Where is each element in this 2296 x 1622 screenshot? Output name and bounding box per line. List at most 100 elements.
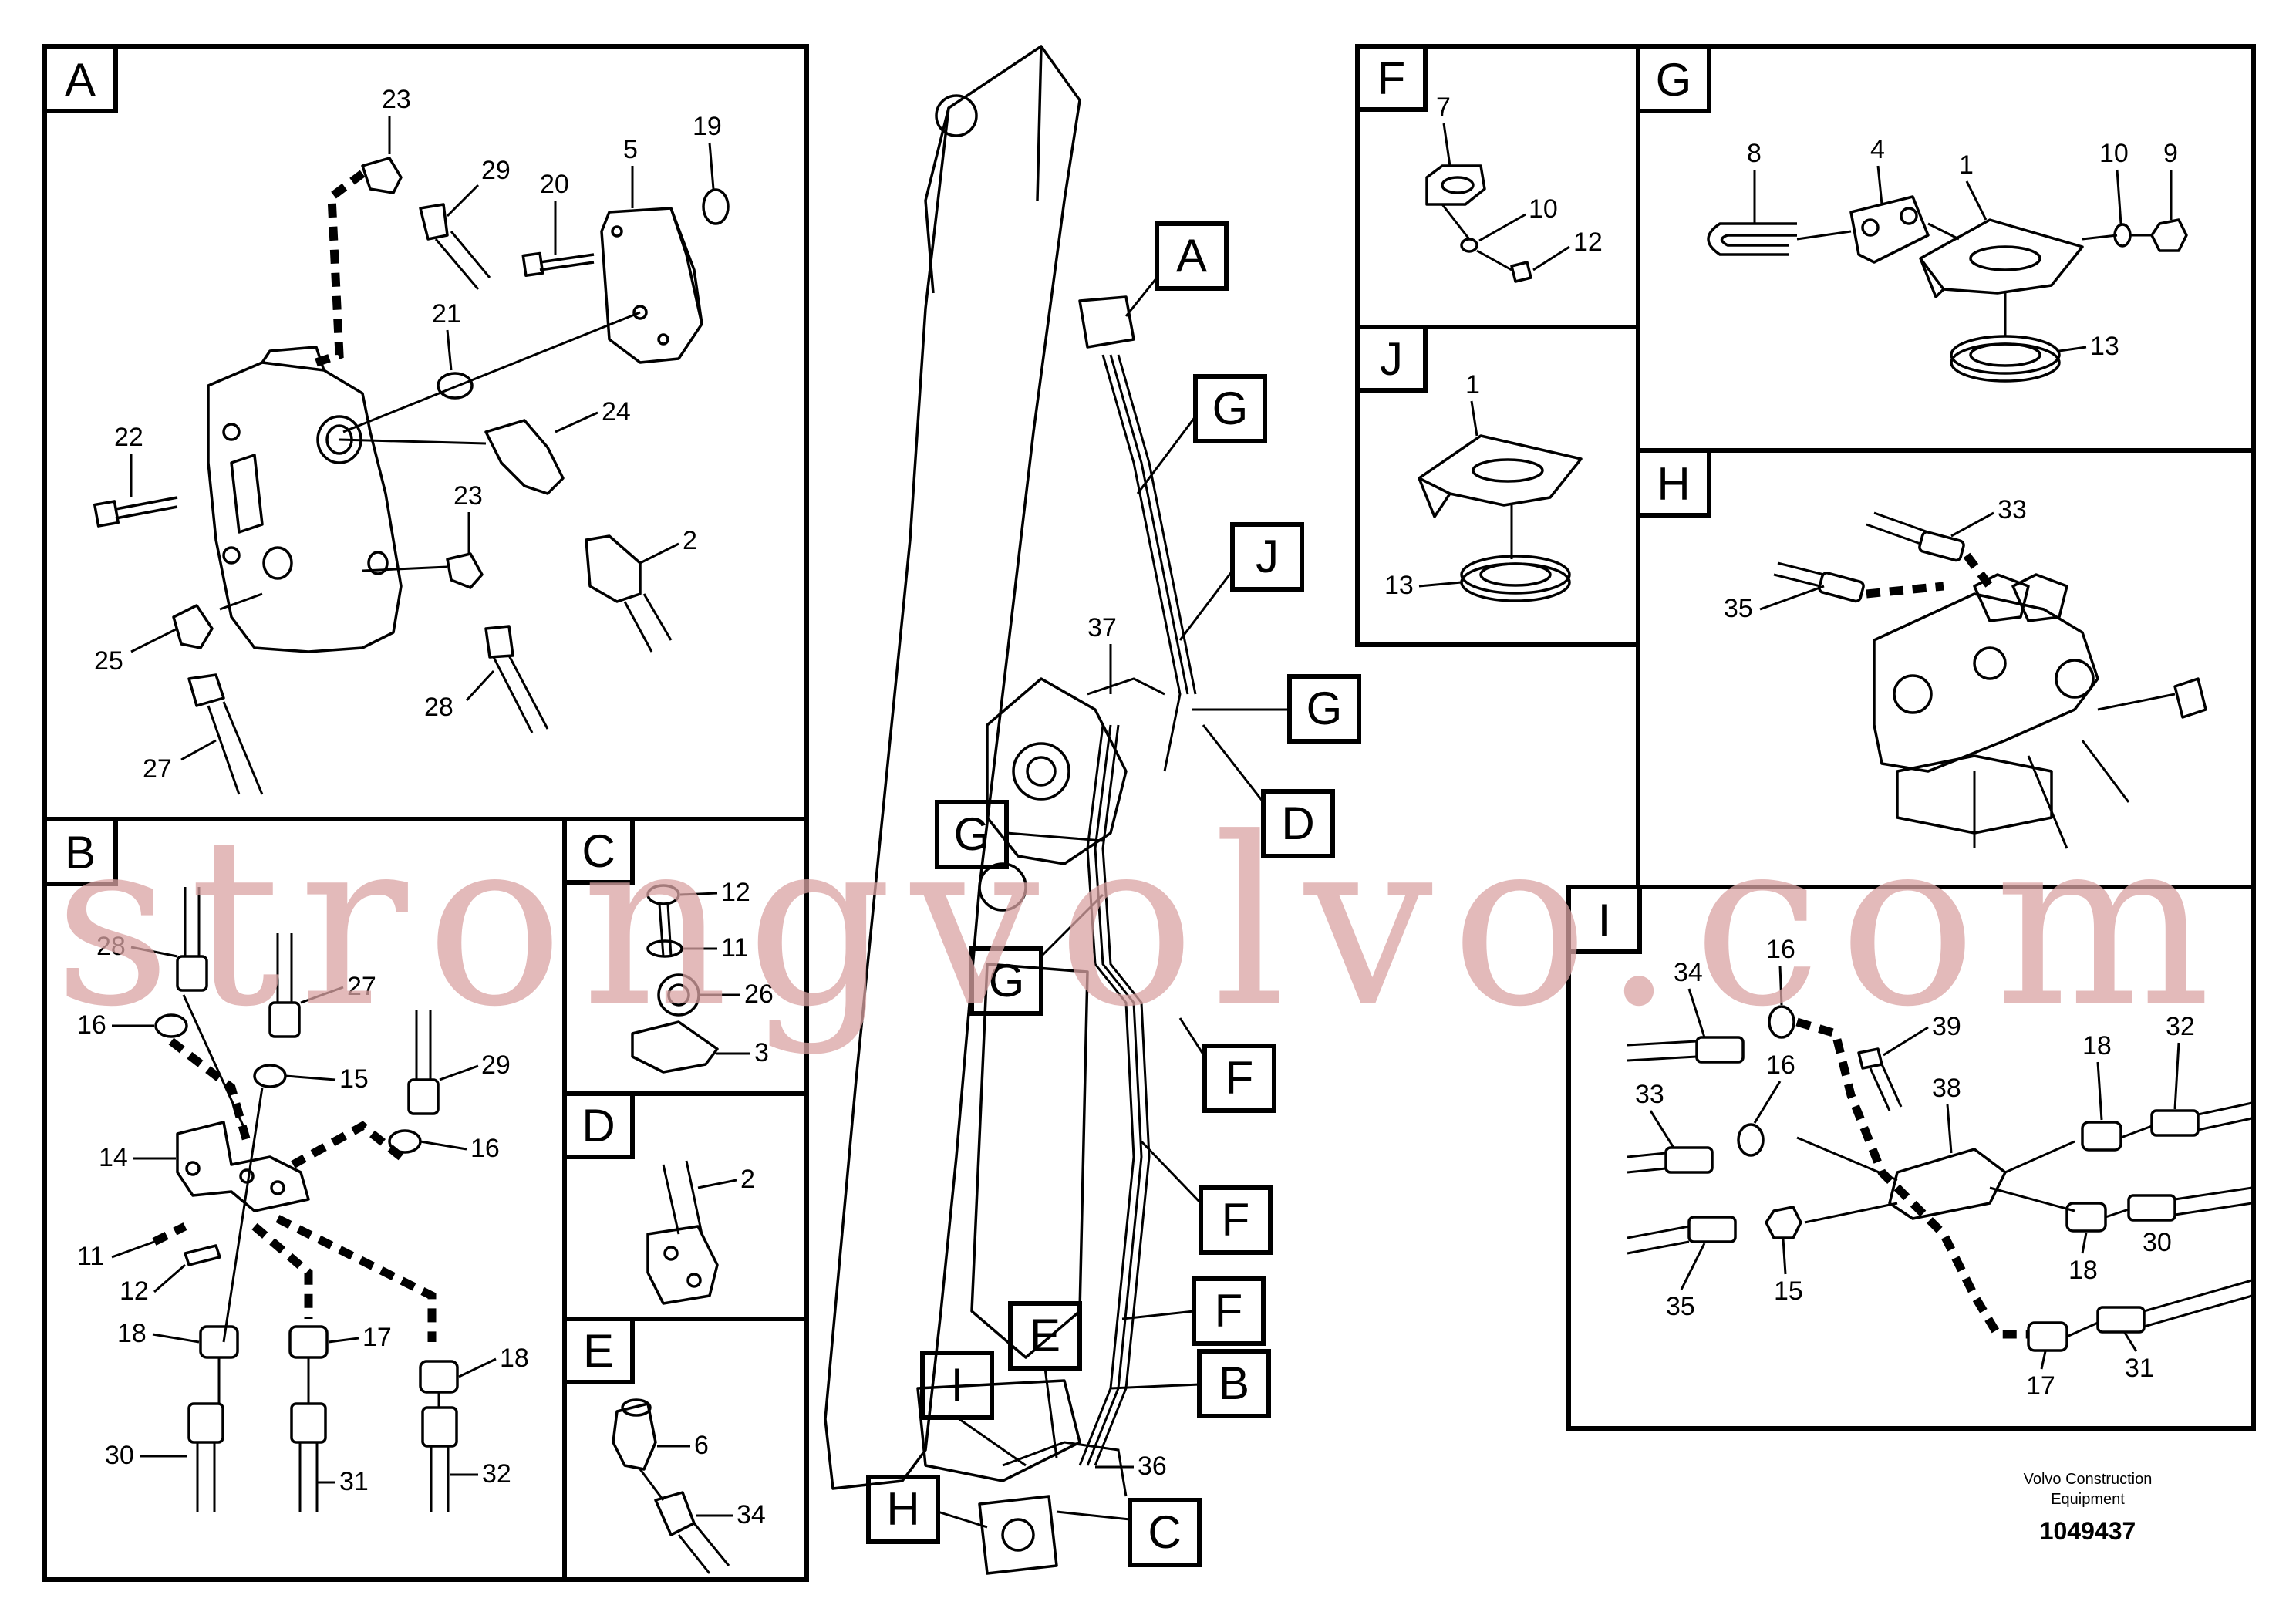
section-e: E 6 34	[562, 1317, 809, 1582]
boom-tag-f-3: F	[1121, 1276, 1266, 1346]
boom-tag-h: H	[866, 1475, 988, 1544]
hose-fitting-33-h	[1918, 531, 1965, 562]
grommet-part-13-g	[1950, 335, 2061, 375]
callout-a-12: 28	[424, 693, 453, 722]
washer-part-10-f	[1460, 238, 1478, 253]
callout-a-10: 2	[683, 526, 697, 555]
callout-i-7: 18	[2082, 1031, 2112, 1061]
dashed-route-b-3	[275, 1215, 437, 1342]
callout-group-d: 2	[697, 1165, 755, 1194]
bolt-part-12-f	[1510, 261, 1532, 283]
bracket-part-5	[600, 207, 703, 364]
svg-text:J: J	[1256, 531, 1279, 582]
hose-fitting-31-i	[2096, 1306, 2146, 1334]
boom-tag-f-1: F	[1178, 1017, 1276, 1113]
hose-end-32	[421, 1406, 458, 1448]
boom-tag-b: B	[1110, 1349, 1271, 1418]
callout-group-f: 7 10 12	[1436, 93, 1603, 271]
callout-b-13: 30	[105, 1441, 134, 1470]
callout-a-8: 24	[602, 397, 631, 427]
callout-f-2: 10	[1529, 194, 1558, 224]
boom-tag-c: C	[1056, 1498, 1202, 1567]
elbow-fitting-part-23-top	[361, 157, 403, 194]
callout-a-3: 20	[540, 170, 569, 199]
section-b-letter: B	[65, 827, 96, 878]
callout-i-6: 38	[1932, 1074, 1961, 1103]
fitting-part-17	[288, 1325, 329, 1359]
callout-e-1: 6	[694, 1431, 709, 1460]
clip-part-7	[1425, 164, 1486, 206]
callout-c-1: 12	[721, 878, 750, 907]
callout-a-1: 23	[382, 85, 411, 114]
boom-tag-g-2: G	[1192, 674, 1361, 744]
section-a-letter: A	[65, 54, 96, 106]
dashed-route-b-1	[168, 1037, 251, 1143]
svg-text:G: G	[1306, 683, 1343, 734]
bolt-part-22	[115, 496, 178, 520]
callout-i-5: 33	[1635, 1080, 1664, 1109]
svg-text:A: A	[1176, 230, 1207, 282]
callout-b-3: 16	[77, 1010, 106, 1040]
boom-tag-e: E	[1008, 1301, 1082, 1458]
boom-tag-a: A	[1124, 221, 1229, 317]
fitting-part-17-i	[2027, 1321, 2068, 1352]
plate-part-3	[631, 1020, 719, 1074]
callout-d-1: 2	[740, 1165, 755, 1194]
boom-tag-i: I	[920, 1351, 1027, 1467]
section-h: H 33 35	[1636, 448, 2256, 889]
hose-fitting-34-i	[1695, 1036, 1745, 1064]
callout-b-15: 32	[482, 1459, 511, 1489]
section-d-letter: D	[582, 1100, 615, 1152]
boom-callout-36: 36	[1138, 1452, 1167, 1481]
fitting-part-6	[612, 1402, 657, 1471]
section-g: G 8 4 1 10 9 13	[1636, 44, 2256, 453]
dashed-route-b-5	[152, 1222, 187, 1246]
callout-a-7: 22	[114, 423, 143, 452]
svg-text:G: G	[954, 808, 990, 860]
hose-part-27-a	[187, 673, 225, 707]
hose-end-29	[407, 1078, 440, 1115]
callout-i-3: 39	[1932, 1012, 1961, 1041]
hose-part-2	[585, 534, 642, 603]
section-j-letter: J	[1380, 333, 1403, 385]
callout-b-5: 29	[481, 1050, 511, 1080]
callout-i-2: 16	[1766, 935, 1795, 964]
callout-i-4: 16	[1766, 1050, 1795, 1080]
callout-a-11: 25	[94, 646, 123, 676]
callout-g-5: 9	[2163, 139, 2178, 168]
callout-i-10: 15	[1774, 1276, 1803, 1306]
clamp-part-26	[657, 973, 700, 1017]
nut-part-15	[253, 1064, 287, 1088]
callout-group-i: 34 16 39 16 33 38 18 32 35 15 18 17 31	[1635, 935, 2195, 1401]
valve-block-h	[1873, 592, 2099, 773]
callout-c-3: 26	[744, 980, 774, 1009]
callout-g-6: 13	[2090, 332, 2119, 361]
callout-a-9: 23	[453, 481, 483, 511]
section-c: C 12 11 26 3	[562, 817, 809, 1096]
callout-b-11: 17	[362, 1323, 392, 1352]
elbow-fitting-part-23-lower	[446, 552, 484, 589]
callout-group-j: 1 13	[1384, 370, 1480, 600]
callout-b-12: 18	[500, 1344, 529, 1373]
callout-b-10: 18	[117, 1319, 147, 1348]
plate-part-4	[1849, 195, 1930, 264]
callout-g-2: 4	[1870, 135, 1885, 164]
boom-tag-j: J	[1178, 522, 1304, 641]
section-h-letter: H	[1657, 458, 1690, 510]
callout-h-2: 35	[1724, 594, 1753, 623]
section-j: J 1 13	[1355, 325, 1640, 647]
callout-b-1: 28	[96, 932, 126, 961]
section-i-letter: I	[1598, 895, 1611, 946]
o-ring-part-21	[437, 372, 474, 400]
callout-g-4: 10	[2099, 139, 2129, 168]
dashed-route-b-4	[251, 1222, 313, 1319]
svg-text:G: G	[1212, 383, 1249, 434]
company-name-line1: Volvo Construction	[2024, 1471, 2153, 1488]
section-c-letter: C	[582, 825, 615, 877]
section-f-letter: F	[1377, 52, 1406, 104]
callout-group-g: 8 4 1 10 9 13	[1747, 135, 2178, 361]
callout-e-2: 34	[737, 1500, 766, 1529]
hose-end-27	[268, 1001, 301, 1038]
section-d: D 2	[562, 1091, 809, 1321]
